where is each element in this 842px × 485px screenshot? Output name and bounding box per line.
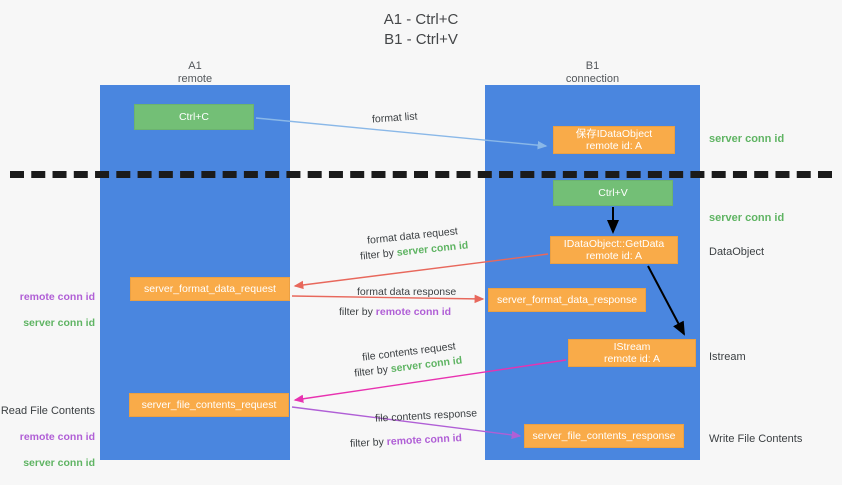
filter-prefix: filter by [339, 306, 376, 318]
node-idataobject-getdata[interactable]: IDataObject::GetData remote id: A [550, 236, 678, 264]
page-title: A1 - Ctrl+C B1 - Ctrl+V [383, 11, 459, 48]
left-note-remote-conn-id-2: remote conn id [19, 431, 95, 443]
left-note-group-2: Read File Contents remote conn id server… [0, 392, 95, 483]
node-ctrl-v[interactable]: Ctrl+V [553, 180, 673, 206]
edge-label-format-data-response-filter: filter by remote conn id [339, 305, 451, 320]
node-save-idataobject[interactable]: 保存IDataObject remote id: A [553, 126, 675, 154]
filter-key-remote-conn-id: remote conn id [386, 432, 463, 448]
side-note-istream: Istream [709, 351, 746, 363]
filter-prefix: filter by [359, 246, 398, 263]
left-note-server-conn-id-2: server conn id [23, 457, 95, 469]
edge-label-file-contents-response: file contents response [374, 407, 478, 425]
left-note-read-file-contents: Read File Contents [0, 405, 95, 417]
edge-label-format-list: format list [371, 110, 418, 126]
side-note-server-conn-id-1: server conn id [709, 133, 785, 145]
node-server-file-contents-response[interactable]: server_file_contents_response [524, 424, 684, 448]
side-note-write-file-contents: Write File Contents [709, 433, 803, 445]
left-note-group-1: remote conn id server conn id [0, 278, 95, 343]
left-note-server-conn-id-1: server conn id [23, 317, 95, 329]
divider-dashed-line [10, 171, 832, 178]
node-server-file-contents-request[interactable]: server_file_contents_request [129, 393, 289, 417]
node-server-format-data-response[interactable]: server_format_data_response [488, 288, 646, 312]
left-note-remote-conn-id-1: remote conn id [19, 291, 95, 303]
filter-prefix: filter by [349, 436, 388, 450]
column-header-b1: B1 connection [565, 60, 620, 85]
node-server-format-data-request[interactable]: server_format_data_request [130, 277, 290, 301]
node-istream[interactable]: IStream remote id: A [568, 339, 696, 367]
column-header-a1: A1 remote [177, 60, 213, 85]
filter-prefix: filter by [353, 363, 392, 380]
filter-key-remote-conn-id: remote conn id [375, 306, 452, 318]
node-ctrl-c[interactable]: Ctrl+C [134, 104, 254, 130]
side-note-server-conn-id-2: server conn id [709, 212, 785, 224]
edge-label-format-data-response: format data response [357, 286, 457, 298]
side-note-dataobject: DataObject [709, 246, 765, 258]
edge-label-file-contents-response-filter: filter by remote conn id [350, 431, 463, 452]
